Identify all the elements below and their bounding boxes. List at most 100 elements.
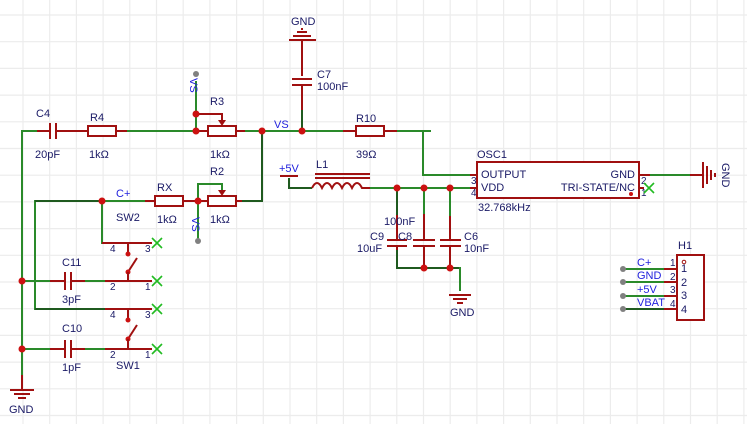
h1-pin: 2 — [681, 277, 687, 289]
gnd-label: GND — [719, 163, 731, 188]
junction-dot — [393, 184, 401, 192]
c9-ref: C9 — [370, 231, 384, 243]
sw2-ref: SW2 — [116, 212, 140, 224]
c10-ref: C10 — [62, 323, 82, 335]
osc1-value: 32.768kHz — [478, 202, 531, 214]
h1-ref: H1 — [678, 240, 692, 252]
c6-ref: C6 — [464, 231, 478, 243]
junction-dot — [18, 277, 26, 285]
h1-net-labels: C+ GND +5V VBAT — [637, 257, 665, 309]
l1-ref: L1 — [316, 159, 328, 171]
power-flag-5v: +5V — [279, 163, 300, 177]
junction-dot — [194, 197, 202, 205]
c4-ref: C4 — [36, 108, 50, 120]
osc1-pin-vdd: VDD — [481, 182, 504, 194]
osc1-ref: OSC1 — [477, 149, 507, 161]
no-connect-osc1 — [643, 182, 655, 194]
header-h1[interactable]: H1 1 2 3 4 1 2 3 4 — [664, 240, 705, 321]
net-label-vs-r3: VS — [187, 78, 199, 93]
resistor-rx[interactable]: RX 1kΩ — [145, 182, 198, 226]
junction-dot — [420, 184, 428, 192]
rx-ref: RX — [157, 182, 173, 194]
capacitor-c8[interactable]: C8 100nF — [384, 214, 435, 268]
junction-dot — [420, 264, 428, 272]
wire[interactable] — [197, 183, 223, 191]
r4-ref: R4 — [90, 112, 104, 124]
junction-dot — [98, 197, 106, 205]
gnd-label: GND — [9, 404, 34, 416]
switch-sw1[interactable]: SW1 4 3 2 1 — [105, 308, 152, 372]
osc1-pin-num: 3 — [471, 176, 477, 187]
c11-value: 3pF — [62, 294, 81, 306]
wire[interactable] — [242, 131, 263, 202]
c7-ref: C7 — [317, 69, 331, 81]
resistor-r4[interactable]: R4 1kΩ — [77, 112, 127, 161]
osc1-pin-num: 2 — [641, 176, 647, 187]
h1-pin-num: 1 — [670, 258, 676, 269]
ground-symbol-osc: GND — [690, 162, 731, 188]
h1-net-label: C+ — [637, 257, 651, 269]
osc1-pin-tristate: TRI-STATE/NC — [561, 182, 635, 194]
rx-value: 1kΩ — [157, 214, 177, 226]
capacitor-c6[interactable]: C6 10nF — [440, 216, 489, 268]
h1-pin-num: 2 — [670, 272, 676, 283]
wire[interactable] — [396, 250, 460, 269]
c6-value: 10nF — [464, 243, 489, 255]
r4-value: 1kΩ — [89, 149, 109, 161]
capacitor-c10[interactable]: C10 1pF — [50, 323, 85, 374]
junction-dot — [258, 127, 266, 135]
r3-value: 1kΩ — [210, 149, 230, 161]
osc1-pin-output: OUTPUT — [481, 169, 527, 181]
switch-sw2[interactable]: SW2 4 3 2 1 — [102, 212, 152, 293]
r3-ref: R3 — [210, 96, 224, 108]
r2-value: 1kΩ — [210, 214, 230, 226]
sw-pin: 4 — [110, 244, 116, 255]
c9-value: 10uF — [357, 243, 382, 255]
sw-pin: 1 — [145, 350, 151, 361]
h1-pin: 3 — [681, 290, 687, 302]
c11-ref: C11 — [62, 257, 81, 269]
r10-ref: R10 — [356, 113, 376, 125]
junction-dot — [192, 110, 200, 118]
h1-pin-num: 3 — [670, 285, 676, 296]
osc1-pin-num: 1 — [641, 188, 647, 199]
h1-net-label: VBAT — [637, 297, 665, 309]
gnd-label: GND — [291, 16, 316, 28]
oscillator-osc1[interactable]: OSC1 OUTPUT VDD GND TRI-STATE/NC 3 4 2 1… — [470, 149, 650, 214]
capacitor-c7[interactable]: C7 100nF — [292, 40, 348, 110]
gnd-label: GND — [450, 307, 475, 319]
capacitor-c9[interactable]: C9 10uF — [357, 215, 407, 255]
osc1-pin-num: 4 — [471, 188, 477, 199]
junction-dot — [192, 127, 200, 135]
resistor-r10[interactable]: R10 39Ω — [343, 113, 397, 161]
no-connect-marker — [151, 343, 163, 355]
net-port[interactable] — [195, 238, 201, 244]
net-port[interactable] — [620, 293, 626, 299]
sw-pin: 3 — [145, 310, 151, 321]
sw-pin: 2 — [110, 282, 116, 293]
h1-pin: 1 — [681, 263, 687, 275]
h1-net-label: GND — [637, 270, 662, 282]
c4-value: 20pF — [35, 149, 60, 161]
potentiometer-r3[interactable]: R3 1kΩ — [196, 96, 245, 161]
no-connect-marker — [151, 303, 163, 315]
capacitor-c11[interactable]: C11 3pF — [50, 257, 85, 306]
net-port[interactable] — [620, 279, 626, 285]
potentiometer-r2[interactable]: R2 1kΩ — [198, 166, 242, 226]
h1-net-label: +5V — [637, 284, 658, 296]
net-port[interactable] — [620, 306, 626, 312]
wire[interactable] — [288, 178, 312, 189]
net-port[interactable] — [620, 266, 626, 272]
wire[interactable] — [404, 130, 471, 176]
inductor-l1[interactable]: L1 — [311, 159, 370, 191]
ground-symbol-caps: GND — [449, 294, 475, 319]
h1-pin: 4 — [681, 304, 687, 316]
sw1-ref: SW1 — [116, 360, 140, 372]
net-label-cplus: C+ — [116, 188, 130, 200]
net-port[interactable] — [193, 71, 199, 77]
no-connect-marker — [151, 275, 163, 287]
capacitor-c4[interactable]: C4 20pF — [35, 108, 77, 161]
sw-pin: 2 — [110, 350, 116, 361]
junctions — [18, 110, 454, 353]
